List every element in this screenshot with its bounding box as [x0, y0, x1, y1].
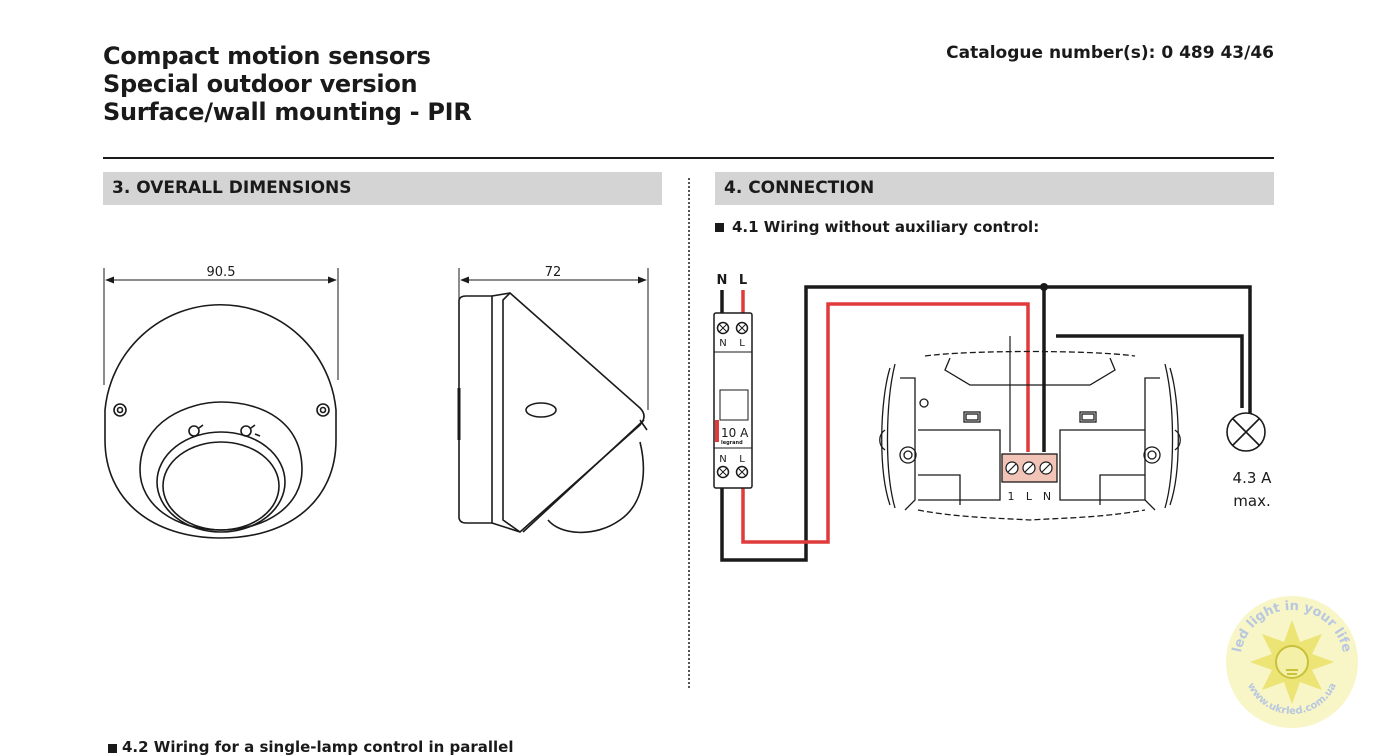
supply-label-n: N	[717, 273, 728, 288]
sensor-base	[879, 350, 1181, 521]
breaker-brand: legrand	[721, 440, 743, 446]
title-line-2: Special outdoor version	[103, 70, 418, 98]
title-line-1: Compact motion sensors	[103, 42, 431, 70]
section-3-title: 3. OVERALL DIMENSIONS	[112, 178, 352, 198]
subsection-heading: 4.1 Wiring without auxiliary control:	[732, 218, 1040, 236]
front-dimension-line	[103, 268, 339, 385]
breaker-rating: 10 A	[721, 426, 749, 440]
column-divider	[688, 178, 690, 688]
next-subsection-bullet	[108, 744, 117, 753]
section-4-title: 4. CONNECTION	[724, 178, 875, 198]
circuit-breaker	[713, 312, 753, 489]
wire-junction	[1040, 283, 1048, 291]
document-title: Compact motion sensors Special outdoor v…	[103, 42, 472, 126]
supply-label-l: L	[739, 273, 747, 288]
lamp-icon	[1226, 412, 1266, 452]
breaker-terminal-bottom-n: N	[719, 454, 726, 465]
section-4-bar: 4. CONNECTION	[715, 172, 1274, 205]
watermark-logo: led light in your life www.ukrled.com.ua	[1226, 596, 1358, 728]
next-subsection-heading: 4.2 Wiring for a single-lamp control in …	[122, 738, 514, 756]
terminal-screws	[1005, 461, 1053, 475]
terminal-label-1: 1	[1008, 490, 1015, 503]
terminal-label-l: L	[1026, 490, 1033, 503]
load-rating-line-1: 4.3 A	[1233, 469, 1273, 487]
load-rating-line-2: max.	[1233, 492, 1270, 510]
front-width-label: 90.5	[207, 265, 236, 280]
breaker-indicator	[715, 420, 719, 442]
live-wire	[741, 290, 1030, 544]
front-view	[104, 304, 337, 539]
terminal-label-n: N	[1043, 490, 1051, 503]
dimensions-drawing: 90.5 72	[103, 265, 649, 539]
neutral-wire	[720, 285, 1252, 562]
section-3-bar: 3. OVERALL DIMENSIONS	[103, 172, 662, 205]
wiring-diagram: N L N L 10 A legrand N L	[713, 273, 1273, 562]
subsection-bullet	[715, 223, 724, 232]
title-line-3: Surface/wall mounting - PIR	[103, 98, 472, 126]
breaker-terminal-top-n: N	[719, 338, 726, 349]
side-width-label: 72	[545, 265, 562, 280]
side-view	[457, 292, 648, 534]
breaker-terminal-top-l: L	[739, 338, 745, 349]
breaker-terminal-bottom-l: L	[739, 454, 745, 465]
side-dimension-line	[458, 268, 649, 410]
catalogue-number: Catalogue number(s): 0 489 43/46	[946, 43, 1274, 63]
header-rule	[103, 157, 1274, 159]
